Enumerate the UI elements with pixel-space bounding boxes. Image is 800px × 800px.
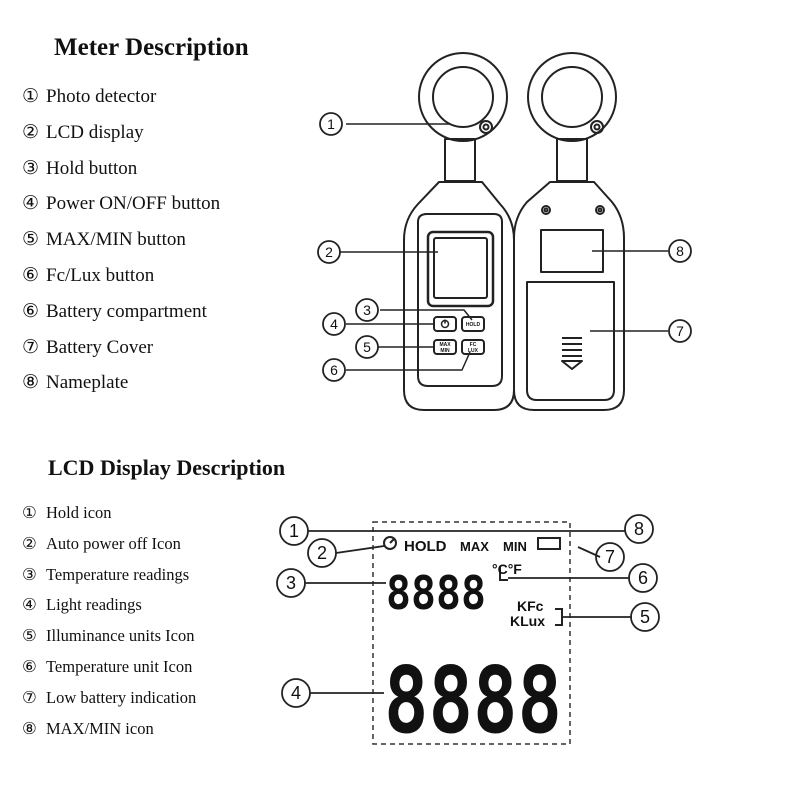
meter-leaders: [340, 123, 668, 371]
battery-cover-arrow: [561, 360, 583, 370]
lcd-callout-1: 1: [289, 521, 299, 541]
screw: [595, 205, 605, 215]
callout-5: 5: [363, 339, 371, 355]
meter-back-body: [513, 181, 625, 411]
lcd-callout-6: 6: [638, 568, 648, 588]
max-segment: MAX: [460, 539, 489, 554]
lcd-callout-5: 5: [640, 607, 650, 627]
detector-hinge: [479, 120, 493, 134]
max-button-label: MAX: [439, 342, 451, 348]
fc-lux-button: [461, 339, 485, 355]
hold-segment: HOLD: [404, 538, 447, 555]
lcd-callout-3: 3: [286, 573, 296, 593]
meter-front-body: [403, 181, 515, 411]
lcd-border: [372, 521, 571, 745]
fc-button-label: FC: [470, 342, 477, 348]
screw: [541, 205, 551, 215]
min-segment: MIN: [503, 539, 527, 554]
callout-1: 1: [327, 116, 335, 132]
callout-4: 4: [330, 316, 338, 332]
callout-2: 2: [325, 244, 333, 260]
klux-segment: KLux: [510, 613, 545, 629]
lcd-display-bezel: [426, 230, 495, 308]
meter-description-title: Meter Description: [54, 34, 249, 61]
front-panel: [417, 213, 503, 387]
lcd-display-screen: [433, 237, 488, 299]
lcd-callout-8: 8: [634, 519, 644, 539]
meter-front: [403, 52, 515, 411]
hold-button: [461, 316, 485, 332]
leader-2: [335, 545, 385, 554]
lcd-description-title: LCD Display Description: [48, 455, 286, 480]
low-battery-icon: [537, 537, 561, 550]
auto-power-off-icon: [383, 536, 397, 550]
lcd-callout-2: 2: [317, 543, 327, 563]
kfc-segment: KFc: [517, 598, 544, 614]
callout-6: 6: [330, 362, 338, 378]
photo-detector-ring: [418, 52, 508, 142]
lcd-callout-7: 7: [605, 547, 615, 567]
temperature-unit-segment: °C°F: [492, 561, 522, 577]
back-detector-ring: [527, 52, 617, 142]
light-digits: 8888: [384, 647, 562, 754]
battery-cover: [526, 281, 615, 401]
callout-3: 3: [363, 302, 371, 318]
meter-back: [513, 52, 625, 411]
temperature-digits: 8888: [386, 566, 486, 620]
meter-callouts: [317, 112, 692, 382]
callout-8: 8: [676, 243, 684, 259]
min-button-label: MIN: [440, 348, 450, 354]
callout-7: 7: [676, 323, 684, 339]
lcd-callout-4: 4: [291, 683, 301, 703]
hold-button-label: HOLD: [466, 322, 481, 328]
lux-button-label: LUX: [468, 348, 479, 354]
photo-detector-lens: [432, 66, 494, 128]
